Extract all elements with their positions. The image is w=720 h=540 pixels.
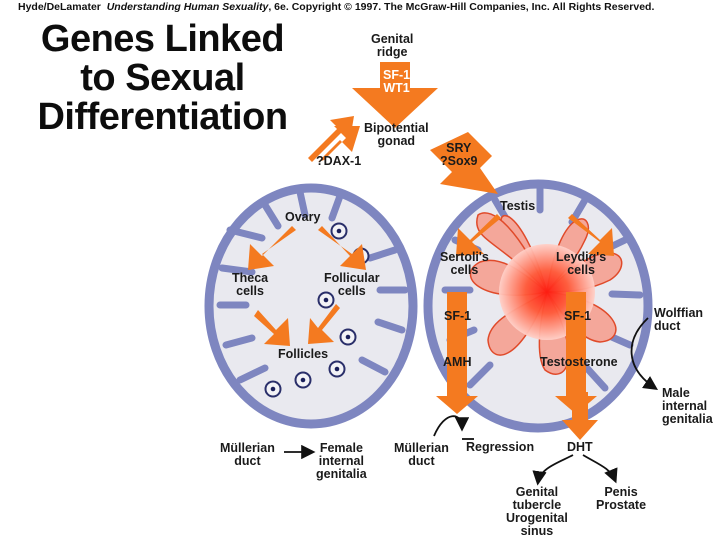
label-ovary: Ovary — [285, 210, 321, 224]
label-testosterone: Testosterone — [540, 355, 618, 369]
label-dax1: ?DAX-1 — [316, 154, 362, 168]
orange-arrows — [248, 62, 614, 440]
label-dht: DHT — [567, 440, 593, 454]
copyright-header: Hyde/DeLamater Understanding Human Sexua… — [18, 1, 655, 13]
label-regression: Regression — [466, 440, 535, 454]
black-arrows — [284, 317, 658, 486]
label-sry-sox9: SRY?Sox9 — [440, 141, 478, 168]
label-sf1-right: SF-1 — [564, 309, 592, 323]
testis-structure — [423, 179, 653, 433]
label-sf1-left: SF-1 — [444, 309, 472, 323]
label-follicles: Follicles — [278, 347, 329, 361]
page-title: Genes Linked to Sexual Differentiation — [37, 18, 288, 138]
label-testis: Testis — [500, 199, 536, 213]
label-amh: AMH — [443, 355, 472, 369]
